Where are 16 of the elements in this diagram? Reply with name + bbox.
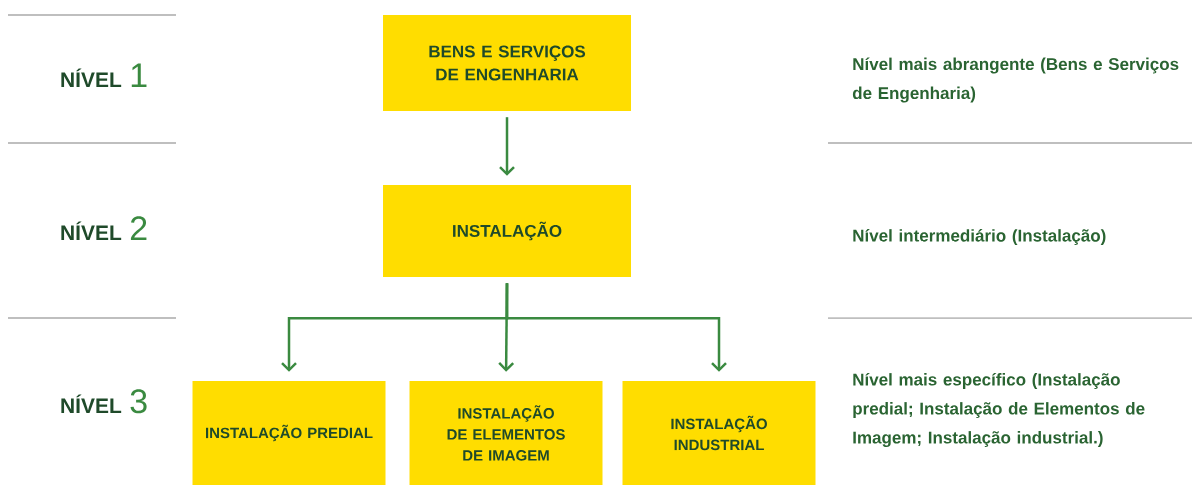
category-box: INSTALAÇÃO: [383, 185, 631, 277]
level-description: Nível mais abrangente (Bens e Serviços de Engenharia): [852, 57, 1179, 103]
level-label: NÍVEL: [61, 68, 122, 87]
category-box: INSTALAÇÃO DE ELEMENTOS DE IMAGEM: [409, 381, 603, 485]
level-description: Nível mais específico (Instalação predial; Instalação de Elementos de Imagem; Instalação industrial.): [853, 372, 1145, 448]
arrow: [499, 117, 515, 176]
level-label: NÍVEL: [61, 394, 122, 413]
category-box: BENS E SERVIÇOS DE ENGENHARIA: [383, 15, 631, 111]
level-label: NÍVEL: [61, 221, 122, 240]
arrow: [505, 283, 727, 372]
level-number: 1: [131, 63, 147, 87]
level-description: Nível intermediário (Instalação): [853, 229, 1106, 245]
category-box: INSTALAÇÃO PREDIAL: [192, 381, 386, 485]
level-number: 3: [130, 389, 147, 414]
level-number: 2: [130, 216, 147, 240]
category-box: INSTALAÇÃO INDUSTRIAL: [622, 381, 816, 485]
